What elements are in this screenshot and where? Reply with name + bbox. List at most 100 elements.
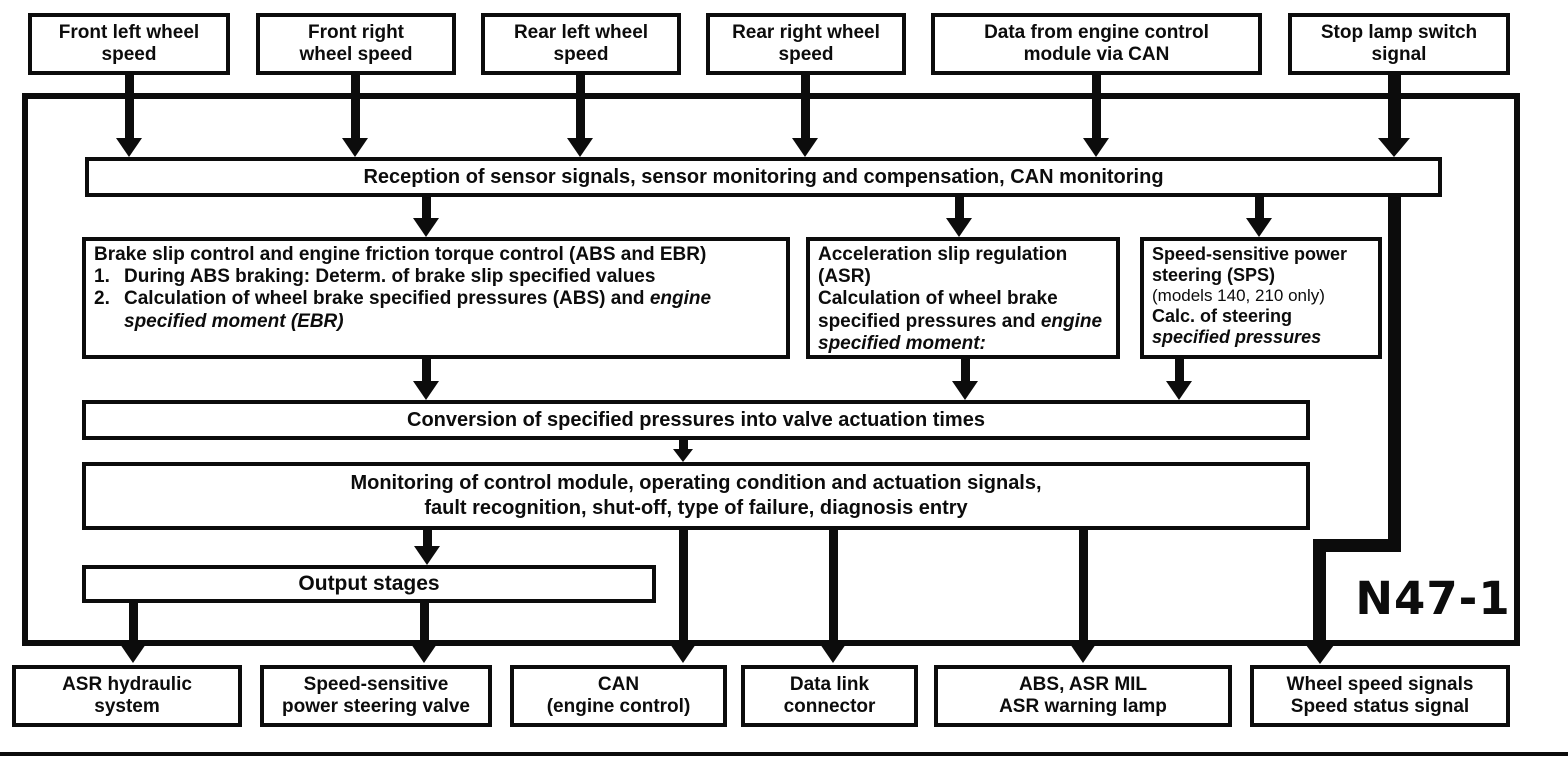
brake-slip-item-2: 2. Calculation of wheel brake specified … xyxy=(94,288,712,332)
module-designation-label: N47-1 xyxy=(1355,572,1511,625)
arrow-monitoring-to-data-link-line xyxy=(828,528,838,644)
output-box-data-link-connector: Data link connector xyxy=(741,665,918,727)
arrow-stop-lamp-to-reception-line xyxy=(1387,71,1401,138)
input-label: module via CAN xyxy=(1023,44,1170,65)
input-label: signal xyxy=(1371,44,1427,65)
conversion-bar: Conversion of specified pressures into v… xyxy=(82,400,1310,440)
arrow-output-to-steering-valve-head xyxy=(411,644,437,663)
scan-edge-line xyxy=(0,752,1568,756)
input-label: Front left wheel xyxy=(58,22,200,44)
output-label: Data link xyxy=(789,674,870,696)
arrow-engine-data-to-reception-line xyxy=(1091,73,1101,138)
arrow-monitoring-to-data-link-head xyxy=(820,644,846,663)
asr-title: Acceleration slip regulation (ASR) xyxy=(818,244,1068,288)
stop-lamp-trunk-vertical xyxy=(1388,197,1401,552)
arrow-reception-to-brake-slip-head xyxy=(413,218,439,237)
monitoring-line-1: Monitoring of control module, operating … xyxy=(350,472,1042,494)
stop-lamp-trunk-jog xyxy=(1313,539,1401,552)
arrow-monitoring-to-can-line xyxy=(678,528,688,644)
sps-box: Speed-sensitive power steering (SPS) (mo… xyxy=(1140,237,1382,359)
input-label: Stop lamp switch xyxy=(1320,22,1478,44)
arrow-monitoring-to-output-stages-line xyxy=(422,528,432,546)
input-box-stop-lamp-switch: Stop lamp switch signal xyxy=(1288,13,1510,75)
monitoring-box: Monitoring of control module, operating … xyxy=(82,462,1310,530)
arrow-brake-slip-to-conversion-head xyxy=(413,381,439,400)
sps-note: (models 140, 210 only) xyxy=(1152,286,1325,306)
brake-slip-title: Brake slip control and engine friction t… xyxy=(94,244,707,265)
input-box-front-right-wheel-speed: Front right wheel speed xyxy=(256,13,456,75)
arrow-reception-to-asr-line xyxy=(954,197,964,218)
output-label: power steering valve xyxy=(282,696,470,717)
arrow-monitoring-to-warning-lamp-head xyxy=(1070,644,1096,663)
output-stages-label: Output stages xyxy=(298,571,440,595)
output-box-wheel-speed-signals: Wheel speed signals Speed status signal xyxy=(1250,665,1510,727)
arrow-monitoring-to-can-head xyxy=(670,644,696,663)
brake-slip-item-1: 1. During ABS braking: Determ. of brake … xyxy=(94,266,656,288)
input-label: speed xyxy=(778,44,834,65)
arrow-sps-to-conversion-head xyxy=(1166,381,1192,400)
output-box-can-engine-control: CAN (engine control) xyxy=(510,665,727,727)
output-box-power-steering-valve: Speed-sensitive power steering valve xyxy=(260,665,492,727)
asr-box: Acceleration slip regulation (ASR) Calcu… xyxy=(806,237,1120,359)
arrow-output-to-asr-hydraulic-head xyxy=(120,644,146,663)
output-label: Speed-sensitive xyxy=(303,674,449,696)
arrow-reception-to-sps-head xyxy=(1246,218,1272,237)
arrow-engine-data-to-reception-head xyxy=(1083,138,1109,157)
output-label: system xyxy=(94,696,160,717)
arrow-conversion-to-monitoring-head xyxy=(673,449,693,462)
output-label: connector xyxy=(783,696,876,717)
arrow-conversion-to-monitoring-line xyxy=(678,438,688,449)
arrow-front-right-to-reception-line xyxy=(350,73,360,138)
input-label: Rear right wheel xyxy=(732,22,880,44)
output-label: ABS, ASR MIL xyxy=(1018,674,1148,696)
output-label: CAN xyxy=(597,674,640,696)
sps-body: Calc. of steering specified pressures xyxy=(1152,305,1322,348)
arrow-rear-left-to-reception-head xyxy=(567,138,593,157)
arrow-output-to-asr-hydraulic-line xyxy=(128,601,138,644)
monitoring-line-2: fault recognition, shut-off, type of fai… xyxy=(424,497,968,519)
arrow-sps-to-conversion-line xyxy=(1174,357,1184,381)
output-box-asr-hydraulic-system: ASR hydraulic system xyxy=(12,665,242,727)
reception-label: Reception of sensor signals, sensor moni… xyxy=(363,165,1164,188)
arrow-monitoring-to-warning-lamp-line xyxy=(1078,528,1088,644)
input-label: Data from engine control xyxy=(984,22,1209,44)
conversion-label: Conversion of specified pressures into v… xyxy=(407,408,985,431)
input-label: wheel speed xyxy=(299,44,413,65)
input-box-front-left-wheel-speed: Front left wheel speed xyxy=(28,13,230,75)
arrow-reception-to-asr-head xyxy=(946,218,972,237)
arrow-trunk-to-wheel-speed-head xyxy=(1306,645,1334,664)
sps-title: Speed-sensitive power steering (SPS) xyxy=(1152,244,1348,286)
output-stages-box: Output stages xyxy=(82,565,656,603)
arrow-output-to-steering-valve-line xyxy=(419,601,429,644)
arrow-stop-lamp-to-reception-head xyxy=(1378,138,1410,157)
input-box-engine-control-data: Data from engine control module via CAN xyxy=(931,13,1262,75)
arrow-rear-left-to-reception-line xyxy=(575,73,585,138)
arrow-front-right-to-reception-head xyxy=(342,138,368,157)
arrow-monitoring-to-output-stages-head xyxy=(414,546,440,565)
arrow-rear-right-to-reception-head xyxy=(792,138,818,157)
arrow-front-left-to-reception-line xyxy=(124,73,134,138)
brake-slip-control-box: Brake slip control and engine friction t… xyxy=(82,237,790,359)
arrow-front-left-to-reception-head xyxy=(116,138,142,157)
arrow-asr-to-conversion-line xyxy=(960,357,970,381)
arrow-reception-to-brake-slip-line xyxy=(421,197,431,218)
output-label: Speed status signal xyxy=(1290,696,1470,717)
input-label: speed xyxy=(101,44,157,65)
reception-bar: Reception of sensor signals, sensor moni… xyxy=(85,157,1442,197)
input-box-rear-left-wheel-speed: Rear left wheel speed xyxy=(481,13,681,75)
control-module-outline-box xyxy=(22,93,1520,646)
stop-lamp-trunk-drop xyxy=(1313,539,1326,646)
asr-body: Calculation of wheel brake specified pre… xyxy=(818,288,1103,354)
output-label: Wheel speed signals xyxy=(1286,674,1474,696)
arrow-rear-right-to-reception-line xyxy=(800,73,810,138)
arrow-brake-slip-to-conversion-line xyxy=(421,357,431,381)
input-box-rear-right-wheel-speed: Rear right wheel speed xyxy=(706,13,906,75)
input-label: Front right xyxy=(307,22,405,44)
output-label: ASR warning lamp xyxy=(999,696,1167,717)
output-label: (engine control) xyxy=(546,696,691,717)
output-label: ASR hydraulic xyxy=(62,674,192,696)
output-box-abs-asr-warning-lamps: ABS, ASR MIL ASR warning lamp xyxy=(934,665,1232,727)
input-label: speed xyxy=(553,44,609,65)
arrow-asr-to-conversion-head xyxy=(952,381,978,400)
